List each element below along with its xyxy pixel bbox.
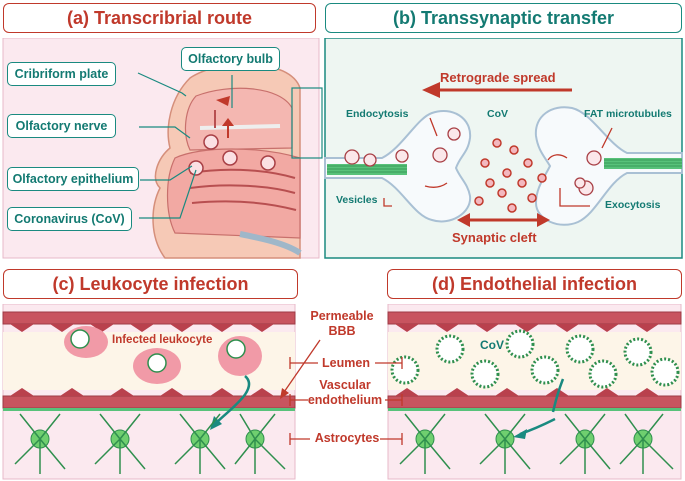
exocytosis-label: Exocytosis xyxy=(605,199,661,211)
leumen-label: Leumen xyxy=(322,356,370,370)
fat-microtubules-label: FAT microtubules xyxy=(584,108,672,120)
cov-label-d: CoV xyxy=(480,338,504,352)
panel-a-title: (a) Transcribrial route xyxy=(3,3,316,33)
retrograde-spread-label: Retrograde spread xyxy=(440,70,556,85)
cribriform-plate-label: Cribriform plate xyxy=(7,62,116,86)
vesicles-label: Vesicles xyxy=(336,194,378,206)
coronavirus-label: Coronavirus (CoV) xyxy=(7,207,132,231)
olfactory-bulb-label: Olfactory bulb xyxy=(181,47,280,71)
astrocytes-label: Astrocytes xyxy=(314,431,380,445)
vascular-endothelium-label: Vascular endothelium xyxy=(307,378,383,407)
panel-c-vessel xyxy=(2,304,296,480)
olfactory-nerve-label: Olfactory nerve xyxy=(7,114,116,138)
synaptic-cleft-label: Synaptic cleft xyxy=(452,230,537,245)
panel-d-vessel xyxy=(387,304,682,480)
panel-c-title: (c) Leukocyte infection xyxy=(3,269,298,299)
endocytosis-label: Endocytosis xyxy=(346,108,409,120)
center-connectors xyxy=(280,339,403,445)
panel-b-title: (b) Transsynaptic transfer xyxy=(325,3,682,33)
panel-d-title: (d) Endothelial infection xyxy=(387,269,682,299)
cov-label-b: CoV xyxy=(487,108,508,120)
panel-b-synapse xyxy=(324,38,683,259)
permeable-bbb-label: Permeable BBB xyxy=(310,309,374,338)
olfactory-epithelium-label: Olfactory epithelium xyxy=(7,167,139,191)
infected-leukocyte-label: Infected leukocyte xyxy=(112,334,213,346)
